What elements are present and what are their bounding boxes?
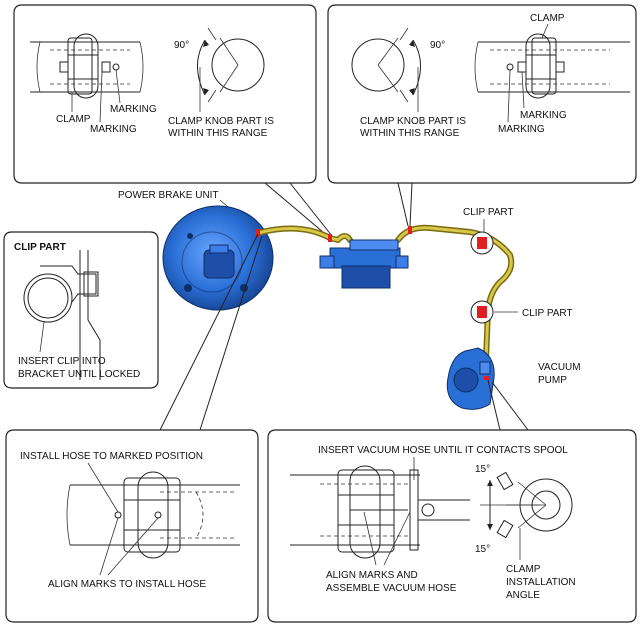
- bl-install-label: INSTALL HOSE TO MARKED POSITION: [20, 451, 203, 462]
- br-angle-bottom-label: 15°: [475, 544, 490, 555]
- clip-marker-2: [470, 300, 494, 324]
- clip-part-box: CLIP PART INSERT CLIP INTO BRACKET UNTIL…: [3, 231, 159, 389]
- br-angle-top-label: 15°: [475, 464, 490, 475]
- tr-range-label-2: WITHIN THIS RANGE: [360, 128, 460, 139]
- top-callout-lines: [264, 182, 413, 239]
- br-align-label-1: ALIGN MARKS AND: [326, 570, 418, 581]
- tl-range-label-2: WITHIN THIS RANGE: [168, 128, 268, 139]
- clip-box-insert-1: INSERT CLIP INTO: [18, 356, 106, 367]
- bl-align-label: ALIGN MARKS TO INSTALL HOSE: [48, 579, 206, 590]
- clip-box-title: CLIP PART: [14, 242, 66, 253]
- clip-part-label-2: CLIP PART: [522, 308, 573, 319]
- top-left-detail-box: CLAMP MARKING MARKING 90° CLAMP KNOB PAR…: [13, 4, 317, 184]
- bottom-right-detail-box: INSERT VACUUM HOSE UNTIL IT CONTACTS SPO…: [267, 429, 637, 623]
- vacuum-pump-label-2: PUMP: [538, 375, 567, 386]
- tr-marking-label-2: MARKING: [498, 124, 545, 135]
- main-assembly: POWER BRAKE UNIT: [118, 190, 581, 410]
- tr-marking-label-1: MARKING: [520, 110, 567, 121]
- tl-marking-label-2: MARKING: [110, 104, 157, 115]
- power-brake-unit-label: POWER BRAKE UNIT: [118, 190, 219, 201]
- tr-clamp-label: CLAMP: [530, 13, 565, 24]
- tl-range-label-1: CLAMP KNOB PART IS: [168, 116, 274, 127]
- clip-marker-1: [470, 231, 494, 255]
- tl-clamp-label: CLAMP: [56, 114, 91, 125]
- tr-angle-label: 90°: [430, 40, 445, 51]
- bottom-callout-lines: [159, 233, 529, 431]
- bottom-left-detail-box: INSTALL HOSE TO MARKED POSITION ALIGN MA…: [5, 429, 259, 623]
- clip-part-label-1: CLIP PART: [463, 207, 514, 218]
- br-clamp-label-2: INSTALLATION: [506, 577, 576, 588]
- br-clamp-label-3: ANGLE: [506, 590, 540, 601]
- tr-range-label-1: CLAMP KNOB PART IS: [360, 116, 466, 127]
- top-right-detail-box: 90° CLAMP KNOB PART IS WITHIN THIS RANGE…: [327, 4, 637, 184]
- br-align-label-2: ASSEMBLE VACUUM HOSE: [326, 583, 457, 594]
- clip-box-insert-2: BRACKET UNTIL LOCKED: [18, 369, 140, 380]
- tl-angle-label: 90°: [174, 40, 189, 51]
- tl-marking-label-1: MARKING: [90, 124, 137, 135]
- power-brake-unit: [162, 205, 274, 311]
- br-insert-label: INSERT VACUUM HOSE UNTIL IT CONTACTS SPO…: [318, 445, 568, 456]
- hose-bracket: [319, 239, 409, 289]
- vacuum-pump-label-1: VACUUM: [538, 362, 581, 373]
- vacuum-pump: [446, 347, 495, 410]
- br-clamp-label-1: CLAMP: [506, 564, 541, 575]
